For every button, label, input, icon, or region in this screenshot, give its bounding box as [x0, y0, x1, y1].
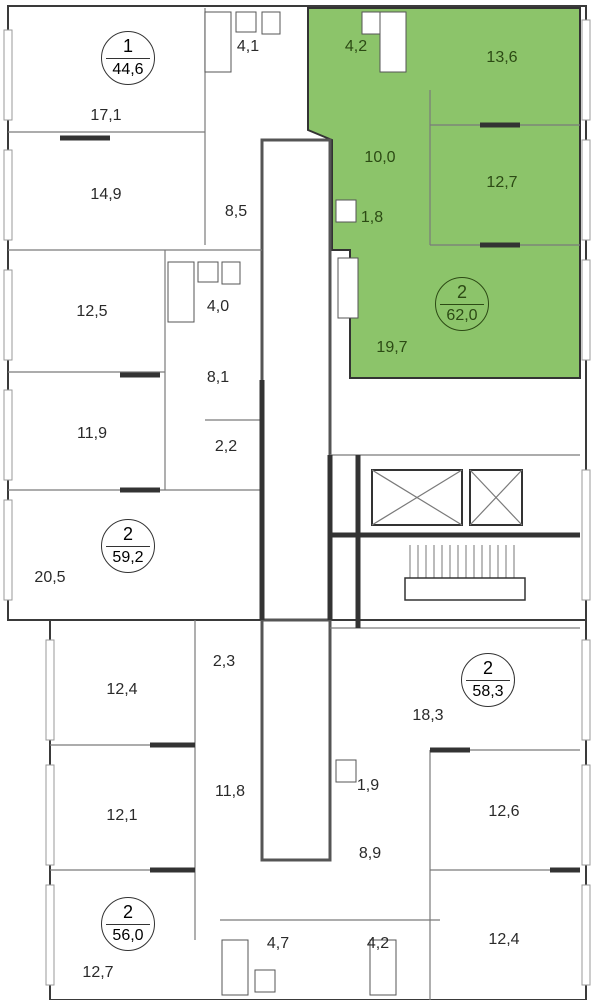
apartment-badge-2-bottom[interactable]: 2 56,0: [101, 897, 155, 951]
room-area-label: 1,8: [360, 209, 384, 226]
room-area-label: 19,7: [376, 339, 408, 356]
corridor: [260, 138, 332, 862]
stair-landing: [404, 577, 526, 601]
room-area-label: 2,3: [212, 653, 236, 670]
apartment-rooms: 1: [122, 36, 133, 56]
room-area-label: 13,6: [486, 49, 518, 66]
room-area-label: 8,9: [358, 845, 382, 862]
room-area-label: 12,4: [106, 681, 138, 698]
room-area-label: 4,2: [366, 935, 390, 952]
apartment-area: 44,6: [112, 61, 144, 78]
bathroom-fixtures: [167, 11, 407, 996]
room-area-label: 2,2: [214, 438, 238, 455]
room-area-label: 12,7: [486, 174, 518, 191]
room-area-label: 8,5: [224, 203, 248, 220]
apartment-rooms: 2: [122, 902, 133, 922]
apartment-rooms: 2: [482, 658, 493, 678]
room-area-label: 4,0: [206, 298, 230, 315]
badge-divider: [106, 546, 150, 547]
room-area-label: 10,0: [364, 149, 396, 166]
apartment-area: 59,2: [112, 549, 144, 566]
room-area-label: 4,7: [266, 935, 290, 952]
room-area-label: 11,8: [215, 783, 245, 800]
apartment-area: 56,0: [112, 927, 144, 944]
room-area-label: 14,9: [90, 186, 122, 203]
room-area-label: 12,5: [76, 303, 108, 320]
apartment-area: 58,3: [472, 683, 504, 700]
room-area-label: 20,5: [34, 569, 66, 586]
room-area-label: 4,2: [344, 38, 368, 55]
badge-divider: [466, 680, 510, 681]
badge-divider: [106, 58, 150, 59]
room-area-label: 12,7: [82, 964, 114, 981]
thick-walls: [60, 122, 580, 873]
apartment-rooms: 2: [122, 524, 133, 544]
room-area-label: 18,3: [412, 707, 444, 724]
windows: [3, 19, 591, 986]
highlighted-apartment[interactable]: [307, 7, 581, 379]
elevator-shafts: [371, 469, 523, 526]
room-area-label: 17,1: [90, 107, 122, 124]
room-area-label: 12,4: [488, 931, 520, 948]
room-area-label: 12,1: [106, 807, 138, 824]
apartment-rooms: 2: [456, 282, 467, 302]
badge-divider: [440, 304, 484, 305]
room-area-label: 4,1: [236, 38, 260, 55]
apartment-badge-1[interactable]: 1 44,6: [101, 31, 155, 85]
room-area-label: 11,9: [77, 425, 107, 442]
apartment-area: 62,0: [446, 307, 478, 324]
apartment-badge-2-highlighted[interactable]: 2 62,0: [435, 277, 489, 331]
apartment-badge-2-left[interactable]: 2 59,2: [101, 519, 155, 573]
badge-divider: [106, 924, 150, 925]
staircase: [404, 545, 526, 601]
room-area-label: 8,1: [206, 369, 230, 386]
room-area-label: 1,9: [356, 777, 380, 794]
room-area-label: 12,6: [488, 803, 520, 820]
apartment-badge-2-right[interactable]: 2 58,3: [461, 653, 515, 707]
